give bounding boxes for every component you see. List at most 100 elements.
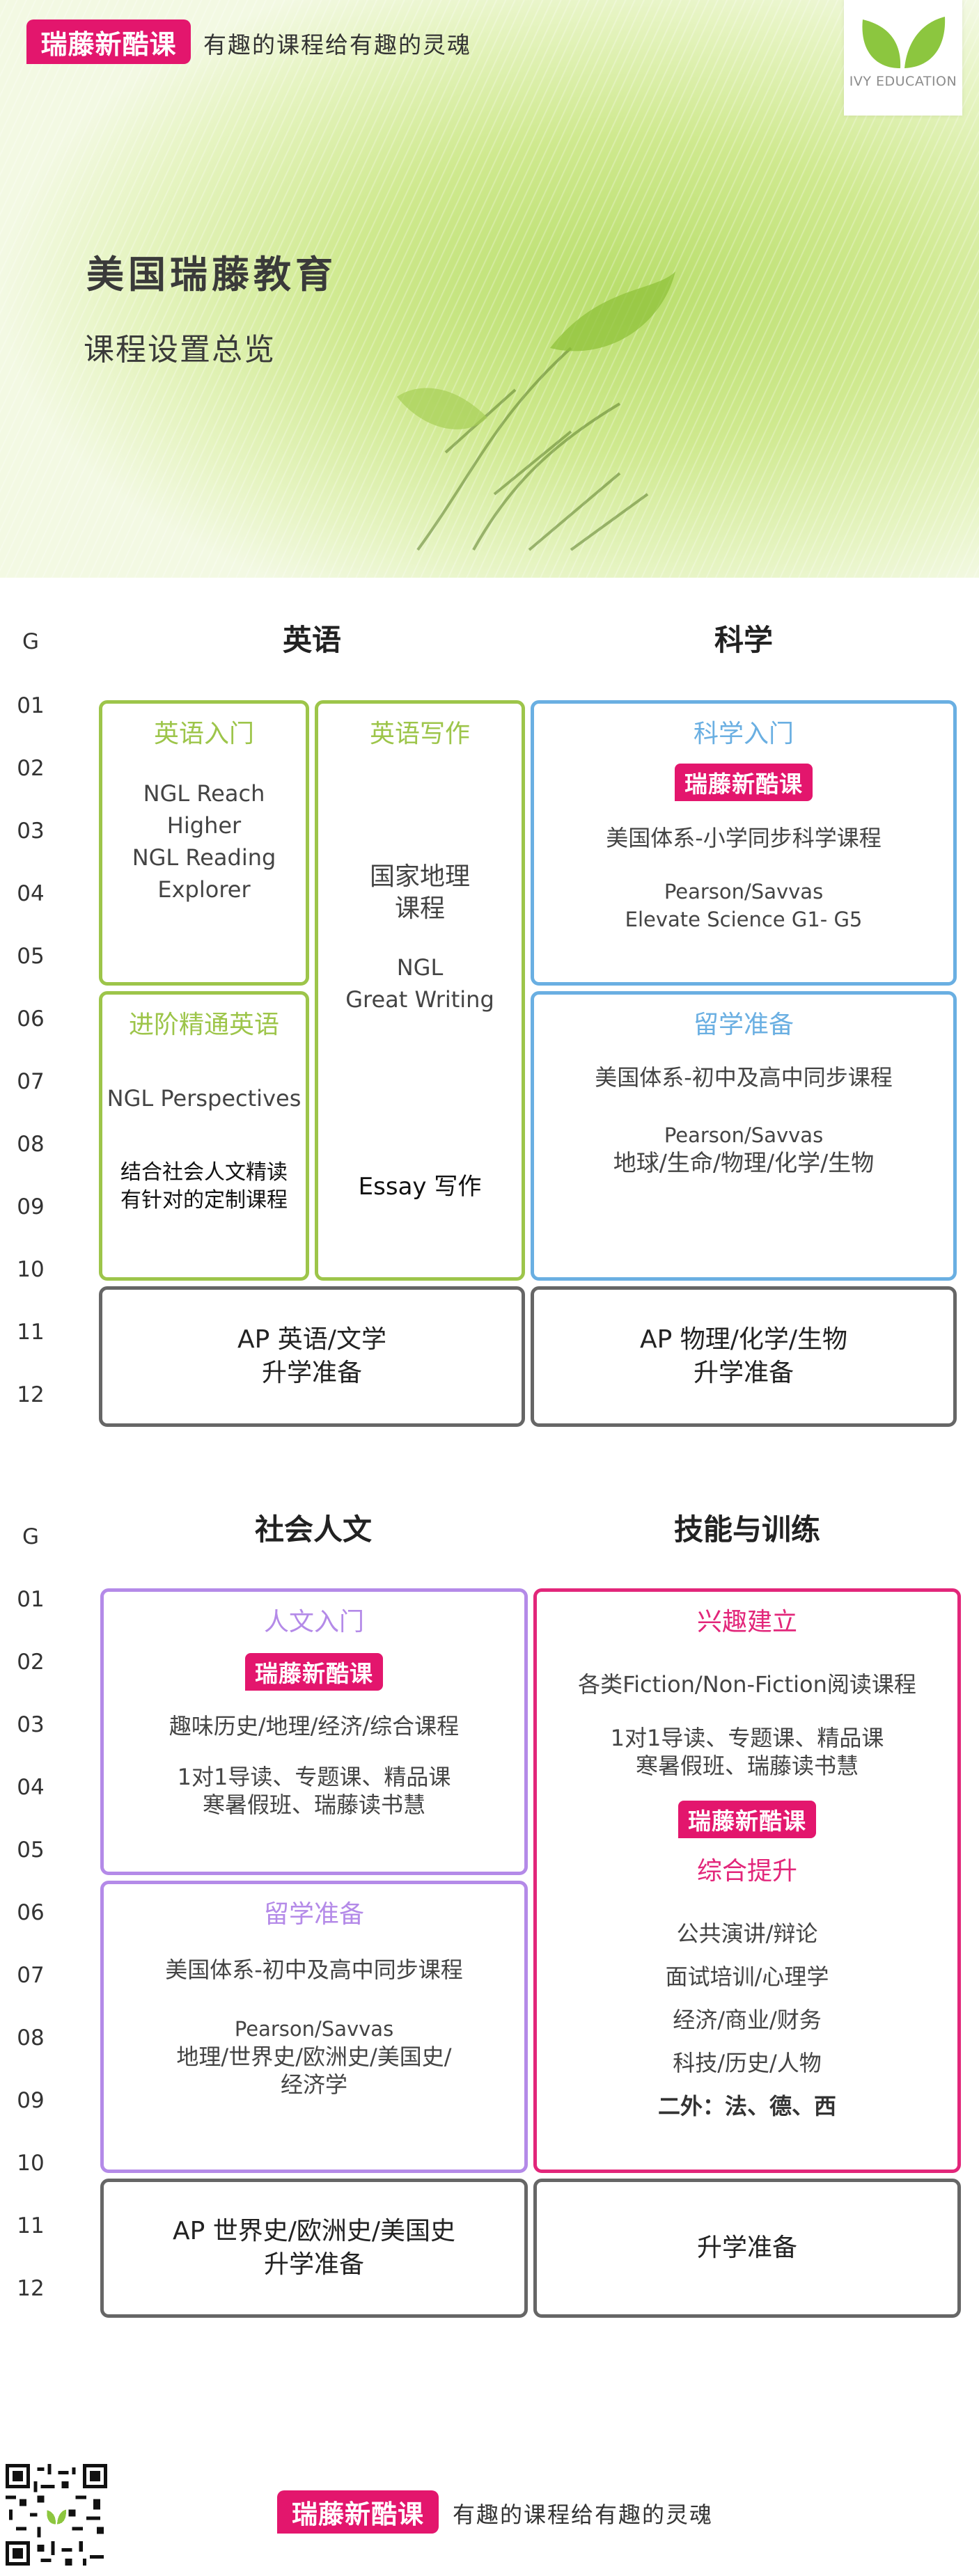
sprout-illustration-icon: [397, 271, 675, 551]
ap-course-line: AP 英语/文学: [237, 1325, 386, 1354]
grade-label: G: [22, 1524, 40, 1549]
ap-course-line: 升学准备: [263, 2250, 364, 2279]
grade-label: 08: [17, 1132, 45, 1157]
grade-label: 12: [17, 2276, 45, 2301]
course-line: NGL Perspectives: [107, 1085, 301, 1112]
science-intro-card: 科学入门 瑞藤新酷课 美国体系-小学同步科学课程 Pearson/Savvas …: [531, 700, 957, 986]
card-title: 留学准备: [693, 1011, 794, 1039]
course-line: NGL: [396, 954, 444, 981]
course-line: 美国体系-小学同步科学课程: [606, 825, 882, 851]
grade-label: 10: [17, 1257, 45, 1282]
ap-course-line: AP 世界史/欧洲史/美国史: [172, 2217, 456, 2245]
grade-label: 04: [17, 1775, 45, 1800]
course-line: 趣味历史/地理/经济/综合课程: [169, 1713, 460, 1739]
grade-label: 09: [17, 1194, 45, 1219]
qr-code-icon: [6, 2464, 107, 2566]
grade-label: 08: [17, 2025, 45, 2050]
card-title: 留学准备: [263, 1900, 364, 1929]
grade-label: 07: [17, 1963, 45, 1988]
course-line: 公共演讲/辩论: [676, 1920, 818, 1947]
ap-course-line: 升学准备: [261, 1359, 362, 1387]
grade-label: 02: [17, 1650, 45, 1675]
grade-label: 01: [17, 1587, 45, 1612]
grade-label: 09: [17, 2088, 45, 2113]
hero-subtitle: 课程设置总览: [84, 332, 276, 368]
course-line: NGL Reach: [143, 780, 265, 807]
grade-label: 01: [17, 693, 45, 718]
humanities-intro-card: 人文入门 瑞藤新酷课 趣味历史/地理/经济/综合课程 1对1导读、专题课、精品课…: [100, 1588, 528, 1875]
course-line: 面试培训/心理学: [665, 1963, 829, 1990]
hero-title: 美国瑞藤教育: [86, 252, 337, 297]
card-subtitle: 综合提升: [696, 1857, 797, 1886]
ap-science-card: AP 物理/化学/生物 升学准备: [531, 1286, 957, 1427]
course-line: 寒暑假班、瑞藤读书慧: [202, 1792, 425, 1818]
grade-label: 10: [17, 2151, 45, 2176]
course-line: 国家地理: [369, 862, 470, 891]
grade-label: 05: [17, 1838, 45, 1863]
course-line: 各类Fiction/Non-Fiction阅读课程: [578, 1671, 916, 1698]
course-line: Pearson/Savvas: [664, 880, 824, 903]
brand-badge: 瑞藤新酷课: [245, 1653, 383, 1691]
grade-label: 05: [17, 944, 45, 969]
logo-text: IVY EDUCATION: [849, 74, 957, 89]
grade-label: 11: [17, 2213, 45, 2238]
ap-course-line: 升学准备: [693, 1359, 794, 1387]
course-line: 美国体系-初中及高中同步课程: [595, 1064, 893, 1091]
course-line: Elevate Science G1- G5: [625, 908, 863, 931]
card-title: 进阶精通英语: [128, 1011, 279, 1039]
ap-humanities-card: AP 世界史/欧洲史/美国史 升学准备: [100, 2179, 528, 2318]
science-prep-card: 留学准备 美国体系-初中及高中同步课程 Pearson/Savvas 地球/生命…: [531, 991, 957, 1281]
course-line: 寒暑假班、瑞藤读书慧: [635, 1753, 859, 1779]
course-line: 有针对的定制课程: [120, 1188, 288, 1212]
grade-label: 04: [17, 881, 45, 906]
course-line: 课程: [394, 894, 445, 923]
footer-brand-badge: 瑞藤新酷课: [277, 2490, 439, 2534]
course-line: Essay 写作: [358, 1173, 482, 1201]
card-title: 英语入门: [153, 720, 254, 748]
course-line: 二外：法、德、西: [657, 2093, 836, 2119]
english-intro-card: 英语入门 NGL Reach Higher NGL Reading Explor…: [99, 700, 309, 986]
card-title: 科学入门: [693, 720, 794, 748]
grade-label: 06: [17, 1006, 45, 1032]
skills-card: 兴趣建立 各类Fiction/Non-Fiction阅读课程 1对1导读、专题课…: [533, 1588, 961, 2173]
course-line: Higher: [166, 812, 242, 839]
grade-label: 03: [17, 819, 45, 844]
column-title-english: 英语: [282, 623, 341, 657]
course-line: Great Writing: [345, 986, 494, 1013]
grade-label: 12: [17, 1382, 45, 1407]
brand-slogan: 有趣的课程给有趣的灵魂: [203, 31, 471, 58]
english-writing-card: 英语写作 国家地理 课程 NGL Great Writing Essay 写作: [315, 700, 525, 1281]
course-line: 经济学: [280, 2071, 347, 2098]
brand-badge: 瑞藤新酷课: [26, 19, 191, 64]
course-line: 地理/世界史/欧洲史/美国史/: [176, 2044, 452, 2070]
card-title: 英语写作: [369, 720, 470, 748]
course-line: 地球/生命/物理/化学/生物: [613, 1149, 875, 1176]
ap-english-card: AP 英语/文学 升学准备: [99, 1286, 525, 1427]
grade-label: 11: [17, 1320, 45, 1345]
footer-slogan: 有趣的课程给有趣的灵魂: [453, 2502, 714, 2528]
ap-course-line: 升学准备: [696, 2234, 797, 2262]
column-title-humanities: 社会人文: [254, 1512, 372, 1547]
grade-label: 02: [17, 756, 45, 781]
hero-banner: [0, 0, 979, 578]
ap-course-line: AP 物理/化学/生物: [639, 1325, 848, 1354]
ivy-leaf-icon: [862, 17, 946, 68]
ivy-education-logo: IVY EDUCATION: [844, 0, 962, 116]
course-line: NGL Reading: [132, 844, 276, 871]
course-line: 1对1导读、专题课、精品课: [177, 1764, 451, 1790]
course-line: 结合社会人文精读: [120, 1160, 288, 1185]
course-line: 经济/商业/财务: [673, 2007, 822, 2033]
column-title-skills: 技能与训练: [673, 1512, 820, 1547]
ap-skills-card: 升学准备: [533, 2179, 961, 2318]
brand-badge: 瑞藤新酷课: [675, 764, 813, 801]
course-line: 美国体系-初中及高中同步课程: [165, 1957, 463, 1983]
grade-label: G: [22, 629, 40, 654]
course-line: Pearson/Savvas: [234, 2017, 394, 2041]
course-line: 1对1导读、专题课、精品课: [610, 1725, 884, 1751]
brand-badge: 瑞藤新酷课: [678, 1801, 816, 1838]
grade-label: 07: [17, 1069, 45, 1094]
card-title: 兴趣建立: [696, 1608, 797, 1636]
course-line: 科技/历史/人物: [673, 2050, 822, 2076]
course-line: Explorer: [157, 876, 251, 903]
grade-label: 03: [17, 1712, 45, 1737]
